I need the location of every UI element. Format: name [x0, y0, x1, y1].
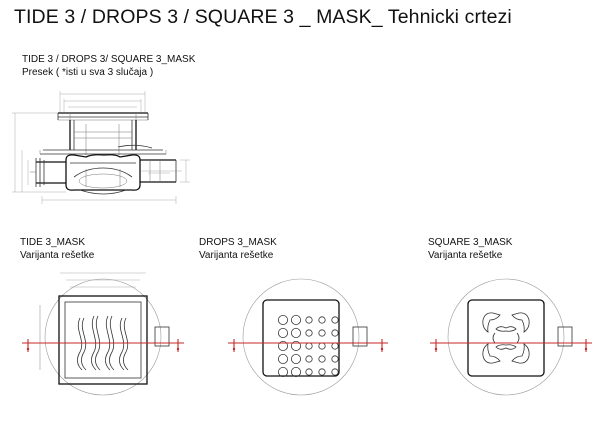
grate-top	[57, 112, 149, 121]
variant-name-tide: TIDE 3_MASK	[20, 237, 86, 248]
round-holes	[277, 314, 339, 377]
trap-bowl	[65, 154, 141, 195]
grate-hole	[331, 342, 339, 350]
section-top-dimensions	[59, 91, 146, 112]
grate-hole	[318, 368, 326, 376]
section-right-dimensions	[180, 159, 190, 183]
section-heading: TIDE 3 / DROPS 3/ SQUARE 3_MASK	[22, 54, 196, 65]
grate-hole	[290, 314, 301, 325]
grate-hole	[318, 355, 326, 363]
section-view	[12, 91, 190, 204]
section-left-dimensions	[12, 112, 66, 193]
grate-hole	[331, 355, 339, 363]
grate-frame	[58, 295, 148, 385]
tide-plan-view	[22, 272, 184, 396]
grate-hole	[305, 342, 313, 350]
outlet-axis-line	[430, 339, 592, 352]
outlet-left	[30, 158, 66, 187]
grate-hole	[277, 366, 288, 377]
grate-hole	[290, 327, 301, 338]
drops-plan-view	[228, 278, 388, 396]
grate-hole	[290, 353, 301, 364]
outlet-stub	[352, 326, 368, 347]
grate-hole	[277, 327, 288, 338]
curved-petals	[482, 312, 530, 364]
grate-hole	[318, 342, 326, 350]
wave-slots	[77, 315, 129, 371]
grate-frame	[262, 299, 340, 377]
grate-hole	[305, 316, 313, 324]
grate-inner	[64, 301, 142, 379]
grate-hole	[305, 368, 313, 376]
grate-hole	[277, 340, 288, 351]
outlet-axis-line	[22, 339, 184, 352]
grate-hole	[290, 366, 301, 377]
grate-hole	[318, 329, 326, 337]
grate-hole	[305, 329, 313, 337]
grate-hole	[290, 340, 301, 351]
outlet-stub	[557, 326, 573, 347]
section-bottom-dimension	[41, 196, 177, 204]
outlet-axis-line	[228, 339, 388, 352]
grate-hole	[331, 329, 339, 337]
grate-hole	[331, 316, 339, 324]
grate-hole	[305, 355, 313, 363]
variant-caption-drops: Varijanta rešetke	[199, 250, 274, 261]
grate-hole	[277, 314, 288, 325]
variant-name-square: SQUARE 3_MASK	[428, 237, 513, 248]
body-outline-circle	[44, 278, 162, 396]
outlet-stub	[154, 326, 170, 347]
section-subheading: Presek ( *isti u sva 3 slučaja )	[22, 67, 154, 78]
page-title: TIDE 3 / DROPS 3 / SQUARE 3 _ MASK_ Tehn…	[14, 6, 512, 28]
variant-name-drops: DROPS 3_MASK	[199, 237, 277, 248]
grate-frame	[467, 299, 545, 377]
grate-hole	[331, 368, 339, 376]
grate-hole	[277, 353, 288, 364]
variant-caption-square: Varijanta rešetke	[428, 250, 503, 261]
grate-hole	[318, 316, 326, 324]
drain-body	[39, 120, 167, 155]
body-outline-circle	[242, 278, 360, 396]
variant-caption-tide: Varijanta rešetke	[20, 250, 95, 261]
outlet-right	[140, 159, 182, 183]
square-plan-view	[430, 278, 592, 396]
body-outline-circle	[447, 278, 565, 396]
